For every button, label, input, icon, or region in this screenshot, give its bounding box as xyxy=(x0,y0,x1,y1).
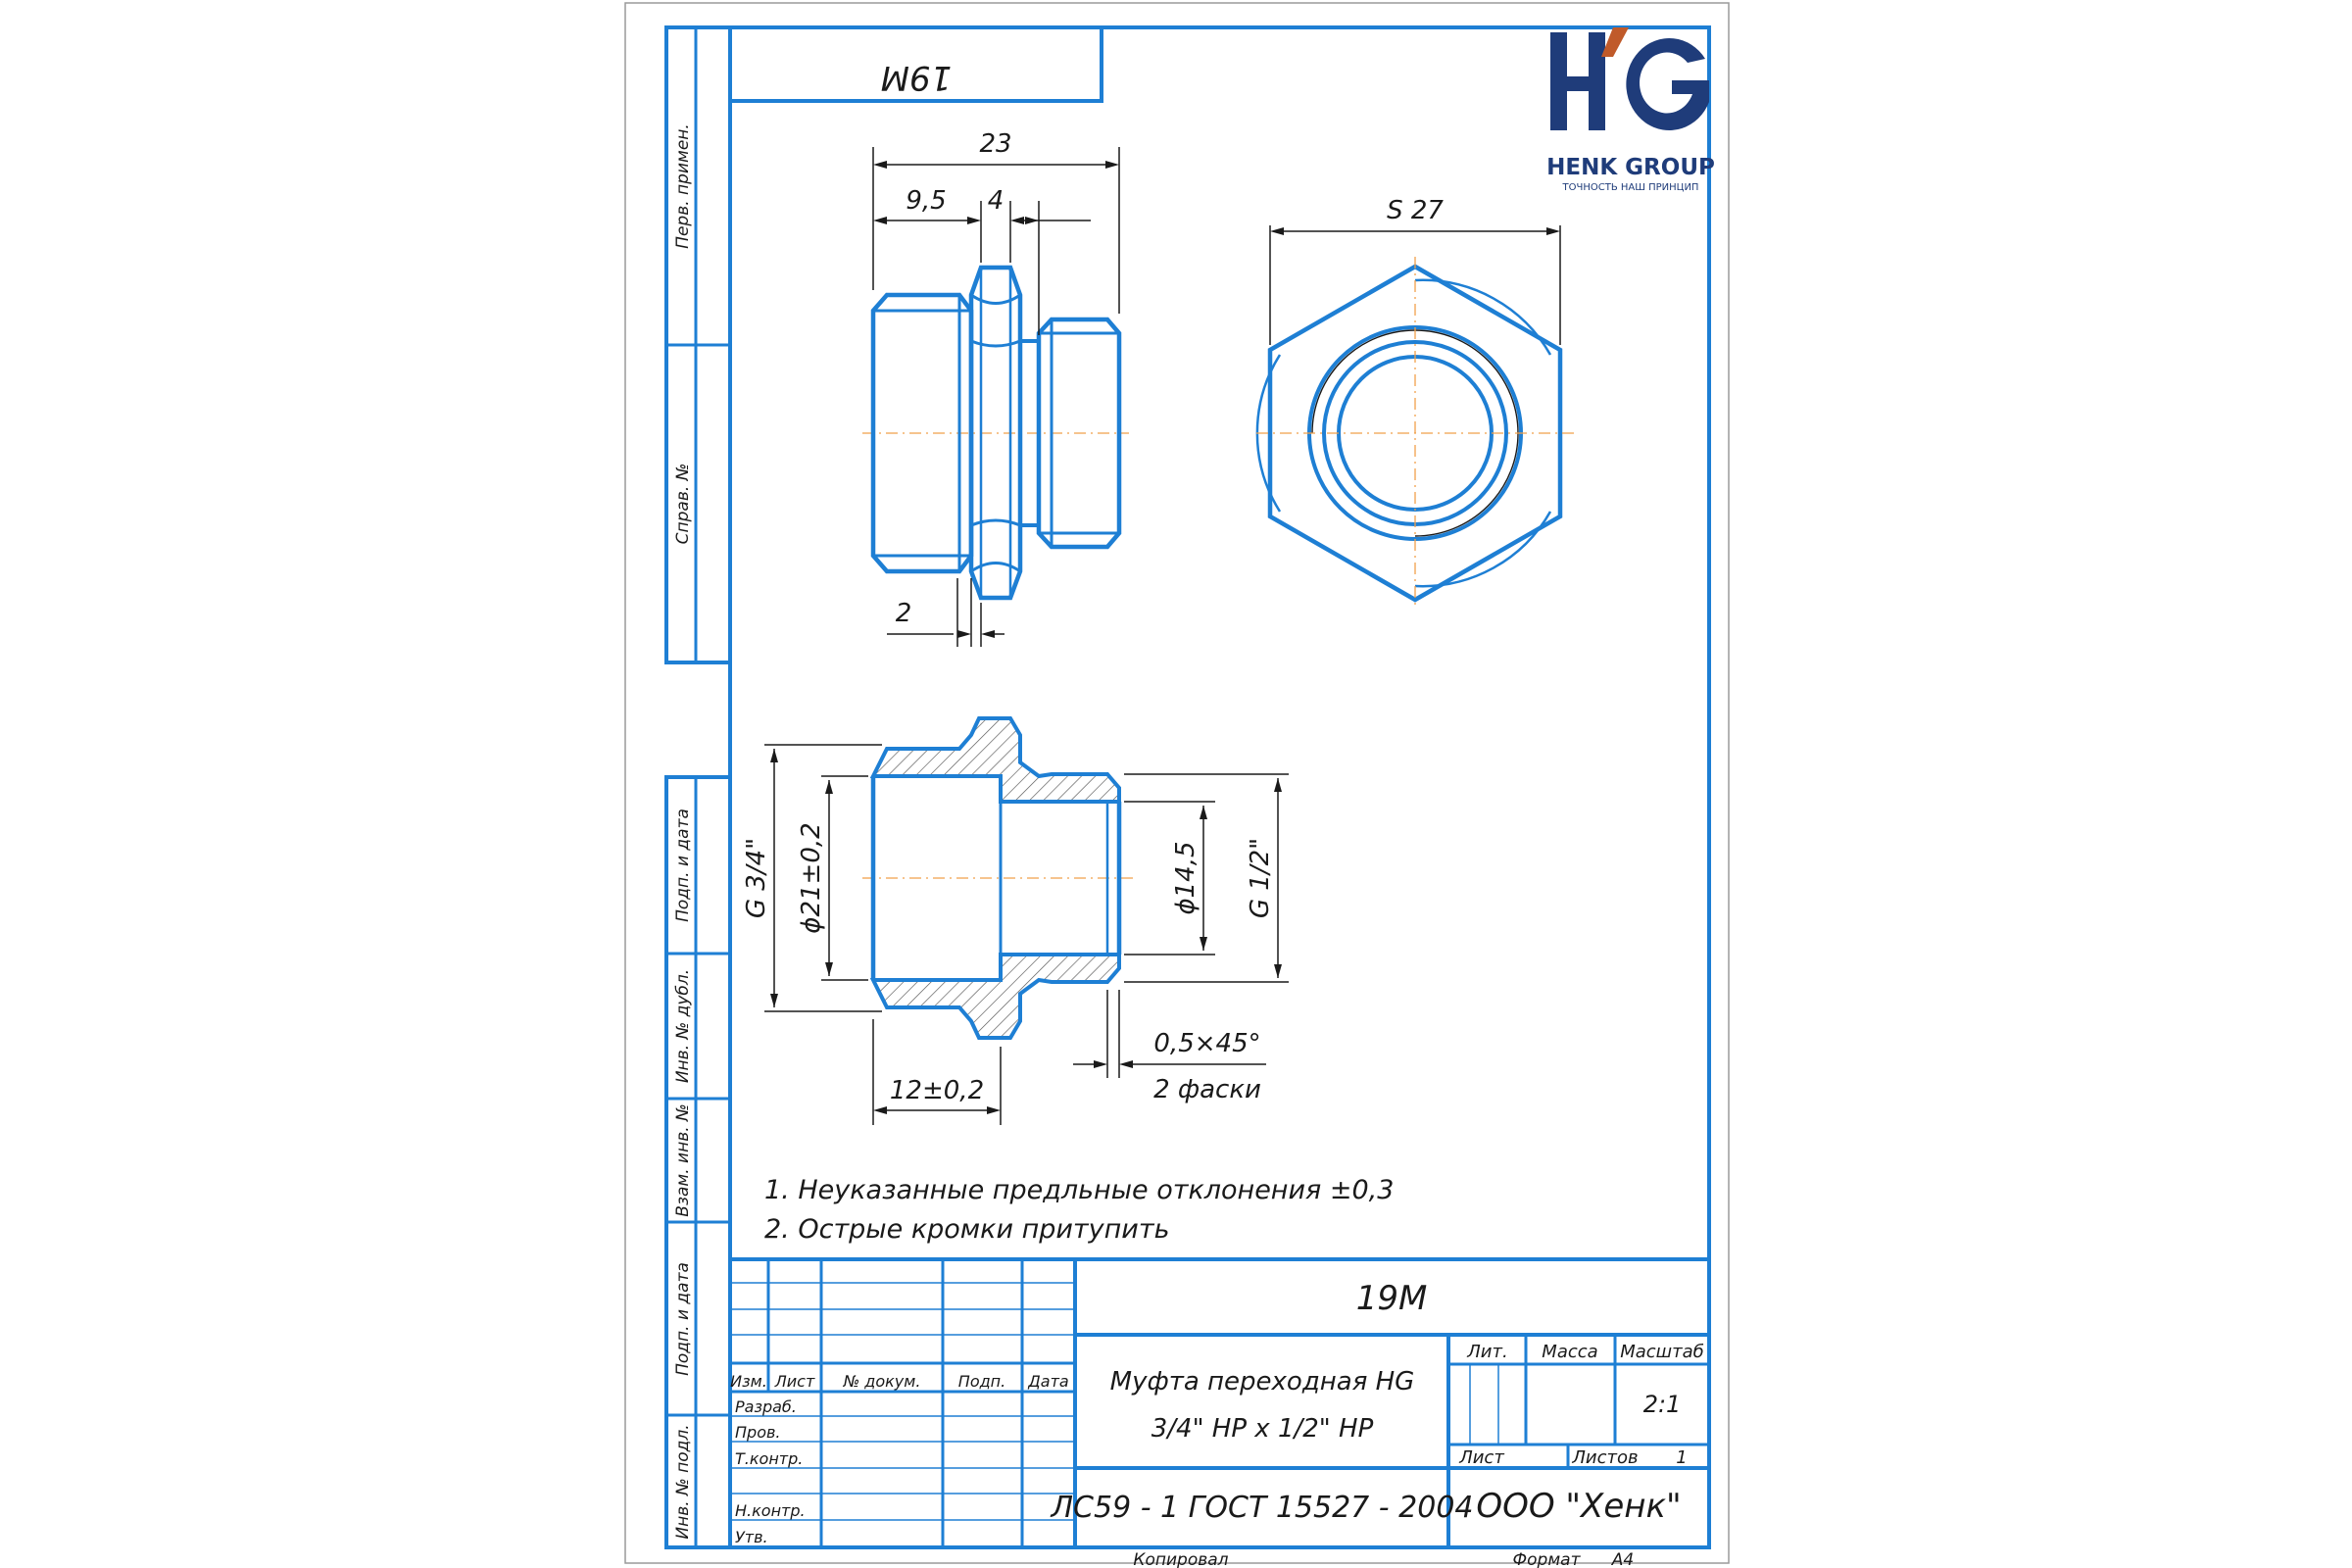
dim-d14-5: ϕ14,5 xyxy=(1171,841,1200,914)
dim-g-3-4: G 3/4" xyxy=(742,838,771,918)
dim-d21: ϕ21±0,2 xyxy=(797,822,826,933)
lit-label: Лит. xyxy=(1466,1342,1507,1362)
drawing-code-mirrored: 19M xyxy=(881,58,953,97)
section-view: G 3/4" ϕ21±0,2 ϕ14,5 G 1/2" 0,5×45° 2 фа… xyxy=(742,716,1289,1125)
code-box xyxy=(730,27,1103,103)
side-label: Инв. № дубл. xyxy=(673,969,693,1083)
dim-chamfer-note: 2 фаски xyxy=(1153,1075,1261,1104)
company-slogan: ТОЧНОСТЬ НАШ ПРИНЦИП xyxy=(1562,182,1699,193)
note-1: 1. Неуказанные предльные отклонения ±0,3 xyxy=(764,1175,1394,1205)
row-label: Разраб. xyxy=(735,1397,797,1416)
side-label: Подп. и дата xyxy=(673,1262,693,1376)
henk-group-logo: HENK GROUP ТОЧНОСТЬ НАШ ПРИНЦИП xyxy=(1546,27,1715,193)
side-label: Взам. инв. № xyxy=(673,1103,693,1216)
title-code: 19M xyxy=(1356,1279,1428,1318)
company-name: HENK GROUP xyxy=(1546,155,1715,180)
dim-chamfer: 0,5×45° xyxy=(1153,1029,1260,1058)
row-label: Н.контр. xyxy=(735,1501,806,1520)
side-label: Подп. и дата xyxy=(673,808,693,922)
side-label: Перв. примен. xyxy=(673,123,693,249)
scale-label: Масштаб xyxy=(1620,1342,1704,1362)
dim-len-12: 12±0,2 xyxy=(890,1076,984,1105)
product-name: Муфта переходная HG xyxy=(1110,1367,1415,1396)
side-view: 23 9,5 4 2 xyxy=(862,129,1129,647)
col-sign: Подп. xyxy=(958,1372,1005,1391)
side-label: Инв. № подл. xyxy=(673,1424,693,1539)
footer-copied: Копировал xyxy=(1133,1550,1228,1568)
footer-format: А4 xyxy=(1611,1550,1634,1568)
side-strip-top xyxy=(664,25,732,664)
mass-label: Масса xyxy=(1542,1342,1597,1362)
sheet-label: Лист xyxy=(1458,1447,1504,1468)
sheets-label: Листов xyxy=(1571,1447,1638,1468)
col-date: Дата xyxy=(1027,1372,1068,1391)
row-label: Пров. xyxy=(735,1423,781,1442)
row-label: Утв. xyxy=(735,1528,768,1546)
dim-length: 23 xyxy=(979,129,1011,159)
col-izm: Изм. xyxy=(730,1372,767,1391)
dim-2: 2 xyxy=(896,599,912,628)
product-size: 3/4" НР x 1/2" НР xyxy=(1152,1414,1374,1444)
dim-9-5: 9,5 xyxy=(906,186,946,216)
scale-value: 2:1 xyxy=(1643,1391,1682,1418)
col-doc-number: № докум. xyxy=(843,1372,921,1391)
side-label: Справ. № xyxy=(673,464,693,545)
dim-4: 4 xyxy=(988,186,1004,216)
dim-g-1-2: G 1/2" xyxy=(1246,838,1275,918)
sheets-count: 1 xyxy=(1676,1447,1687,1468)
organization: ООО "Хенк" xyxy=(1476,1487,1681,1526)
title-block xyxy=(728,1257,1711,1549)
row-label: Т.контр. xyxy=(735,1449,803,1468)
end-view: S 27 xyxy=(1255,196,1574,610)
material-spec: ЛС59 - 1 ГОСТ 15527 - 2004 xyxy=(1050,1491,1473,1525)
col-list: Лист xyxy=(774,1372,815,1391)
footer-format-label: Формат xyxy=(1513,1550,1582,1568)
dim-hex-s27: S 27 xyxy=(1387,196,1444,225)
note-2: 2. Острые кромки притупить xyxy=(764,1214,1169,1245)
side-strip-bottom xyxy=(664,775,732,1549)
paper-border xyxy=(624,2,1730,1564)
